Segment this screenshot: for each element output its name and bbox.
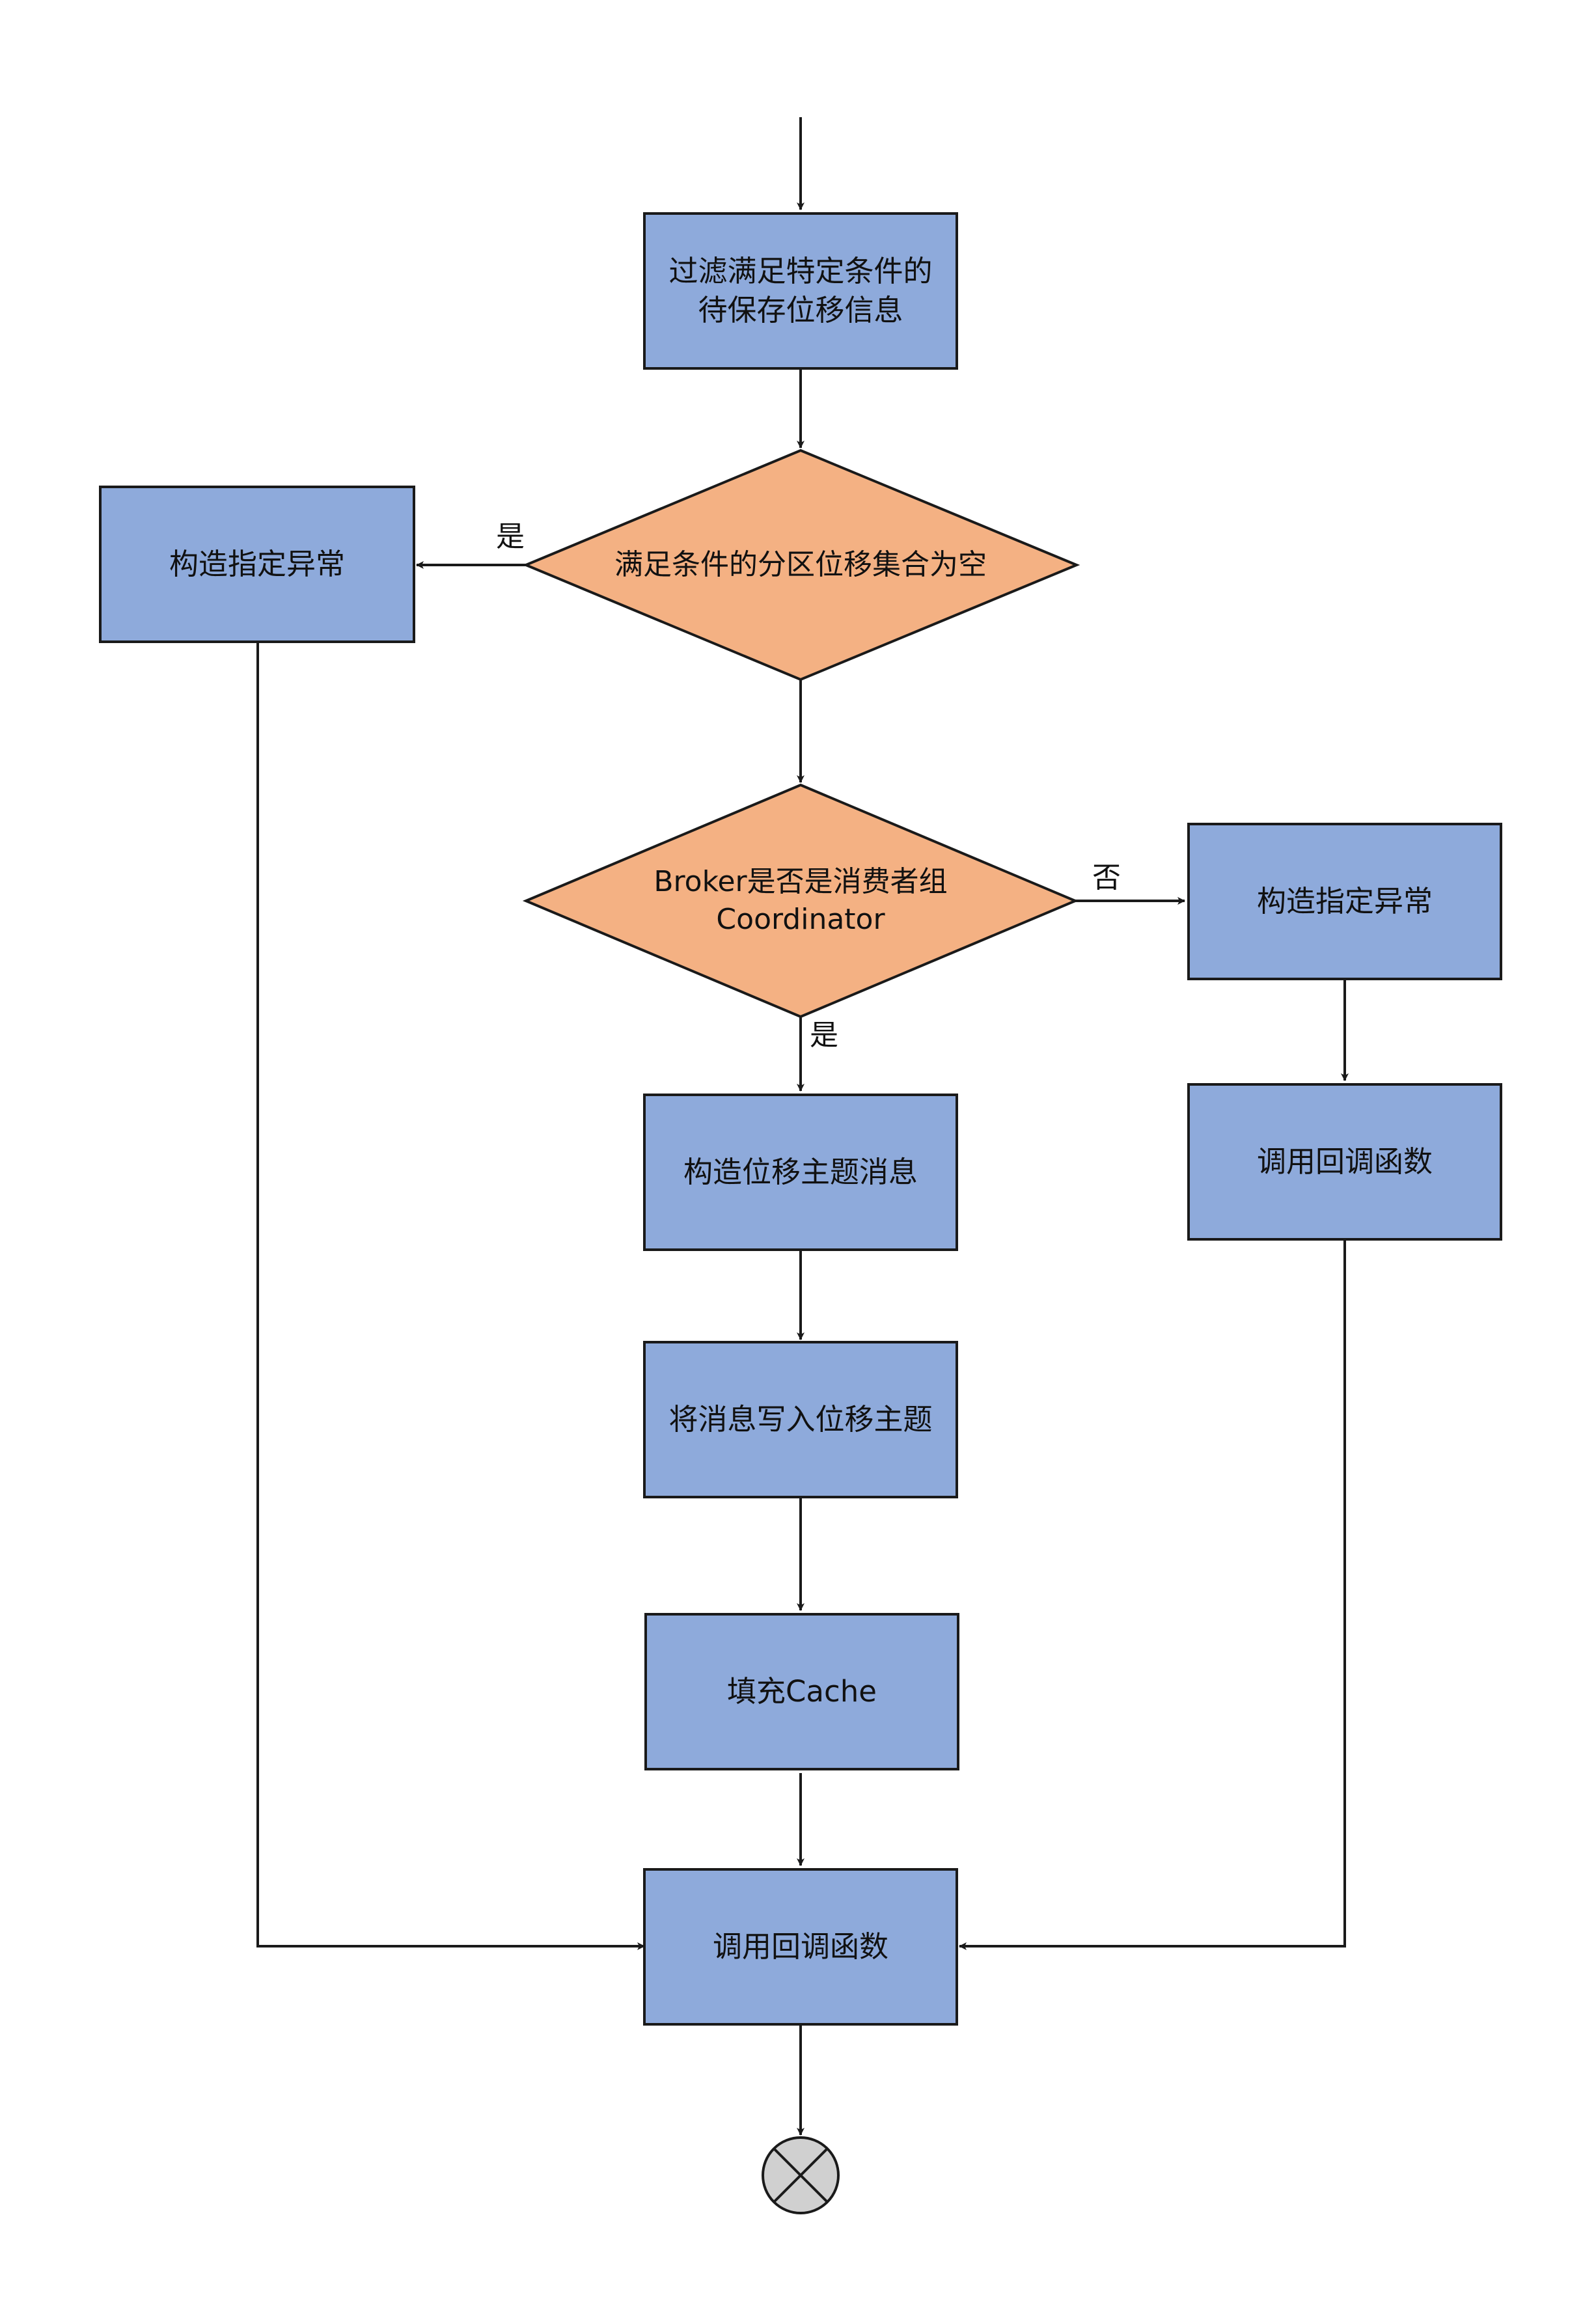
process-write-offset-topic: 将消息写入位移主题 (643, 1341, 958, 1498)
edge-label-yes-down: 是 (810, 1019, 838, 1052)
process-build-exception-right: 构造指定异常 (1187, 823, 1502, 980)
process-filter-offsets: 过滤满足特定条件的 待保存位移信息 (643, 212, 958, 370)
decision-coordinator-label: Broker是否是消费者组 Coordinator (654, 865, 948, 936)
edge-exc-left-to-callback-main (256, 643, 645, 1950)
process-fill-cache: 填充Cache (644, 1613, 959, 1770)
edge-label-yes-left: 是 (496, 520, 525, 553)
process-build-exception-left: 构造指定异常 (99, 486, 415, 643)
edge-callback-right-to-callback-main (959, 1241, 1346, 1950)
x-circle-icon (762, 2136, 840, 2214)
process-callback-main: 调用回调函数 (643, 1868, 958, 2026)
edge-label-no-right: 否 (1092, 861, 1121, 894)
decision-empty-set-label: 满足条件的分区位移集合为空 (614, 548, 987, 581)
process-callback-right: 调用回调函数 (1187, 1083, 1502, 1241)
process-build-offset-message: 构造位移主题消息 (643, 1094, 958, 1251)
